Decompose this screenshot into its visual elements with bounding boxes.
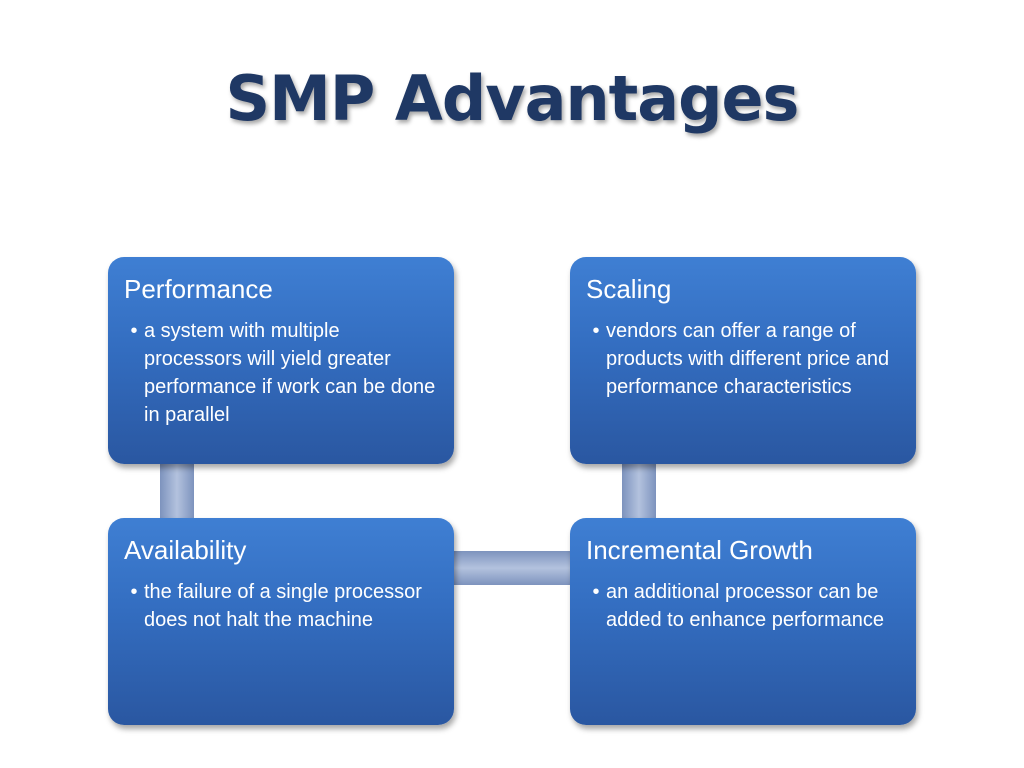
connector-scaling-growth xyxy=(622,462,656,520)
connector-performance-availability xyxy=(160,462,194,520)
box-title: Incremental Growth xyxy=(586,535,813,565)
box-title: Availability xyxy=(124,535,247,565)
connector-availability-growth xyxy=(452,551,572,585)
box-scaling: Scaling • vendors can offer a range of p… xyxy=(570,257,916,464)
box-performance: Performance • a system with multiple pro… xyxy=(108,257,454,464)
box-title: Performance xyxy=(124,274,273,304)
box-bullet-item: • vendors can offer a range of products … xyxy=(586,317,900,401)
box-bullet-text: an additional processor can be added to … xyxy=(606,581,884,631)
slide-title: SMP Advantages xyxy=(225,62,800,135)
box-bullet-item: • a system with multiple processors will… xyxy=(124,317,438,429)
bullet-icon: • xyxy=(592,320,600,342)
box-title: Scaling xyxy=(586,274,672,304)
box-bullet-text: a system with multiple processors will y… xyxy=(144,320,436,426)
bullet-icon: • xyxy=(592,581,600,603)
bullet-icon: • xyxy=(130,320,138,342)
box-bullet-item: • an additional processor can be added t… xyxy=(586,578,900,634)
box-incremental-growth: Incremental Growth • an additional proce… xyxy=(570,518,916,725)
box-bullet-text: the failure of a single processor does n… xyxy=(144,581,422,631)
bullet-icon: • xyxy=(130,581,138,603)
box-bullet-text: vendors can offer a range of products wi… xyxy=(606,320,890,398)
box-bullet-item: • the failure of a single processor does… xyxy=(124,578,438,634)
box-availability: Availability • the failure of a single p… xyxy=(108,518,454,725)
